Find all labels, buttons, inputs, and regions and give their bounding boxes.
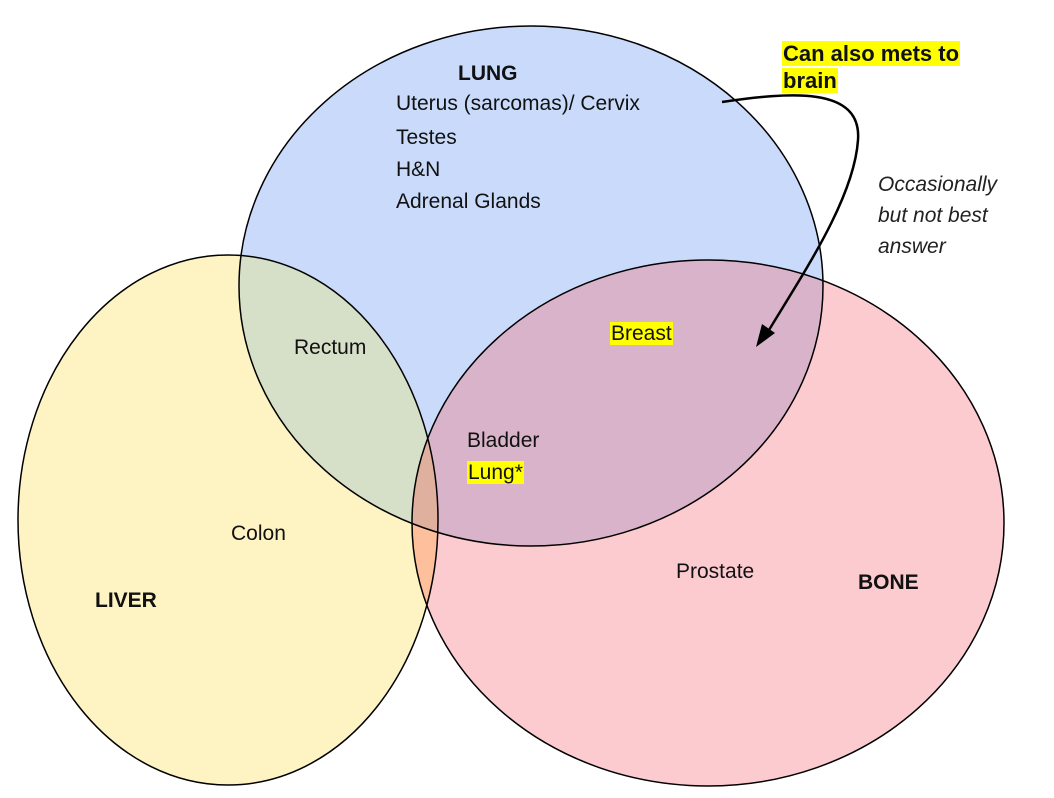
breast-highlight: Breast [610,322,673,345]
lung-liver-item-rectum: Rectum [294,336,367,359]
lung-outline [238,25,824,547]
liver-item-colon: Colon [231,522,286,545]
note-line-2: but not best [878,204,988,227]
triple-item-bladder: Bladder [467,429,540,452]
curved-arrow [721,94,860,336]
callout-line-1: Can also mets to [782,41,961,66]
triple-item-lung: Lung* [467,459,524,486]
bone-item-prostate: Prostate [676,560,755,583]
lung-item-testes: Testes [396,126,457,149]
liver-title: LIVER [95,589,157,612]
note-line-3: answer [878,235,946,258]
lung-title: LUNG [458,62,518,85]
brain-callout: Can also mets to brain [782,40,961,94]
lung-item-hn: H&N [396,158,441,181]
occasionally-note: Occasionally but not best answer [878,169,997,262]
arrow-head [756,324,775,347]
lung-item-uterus: Uterus (sarcomas)/ Cervix [396,92,640,115]
callout-line-2: brain [782,68,838,93]
liver-outline [17,254,439,786]
note-line-1: Occasionally [878,173,998,196]
lung-liver-overlap [239,255,438,546]
lung-item-adrenal: Adrenal Glands [396,190,541,213]
lung-star-highlight: Lung* [467,461,524,484]
lung-bone-item-breast: Breast [610,320,673,347]
bone-title: BONE [858,571,919,594]
